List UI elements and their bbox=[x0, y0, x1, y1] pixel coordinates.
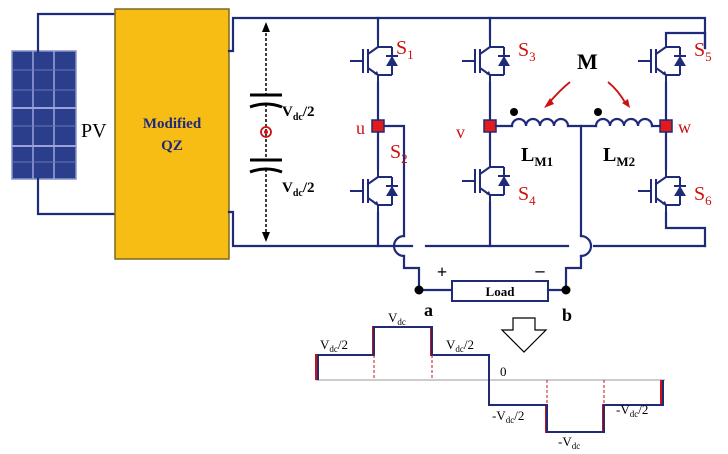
modified-qz-block bbox=[114, 8, 230, 260]
load-minus: – bbox=[535, 260, 546, 280]
switch-s1-label: S1 bbox=[396, 37, 414, 62]
inductor-lm2 bbox=[594, 117, 654, 128]
node-a-dot bbox=[414, 285, 424, 295]
wave-label-half-neg-left: -Vdc/2 bbox=[492, 408, 524, 425]
inductor-lm1-label: LM1 bbox=[521, 144, 553, 169]
node-v-marker bbox=[483, 119, 497, 133]
node-b-label: b bbox=[562, 305, 572, 325]
output-waveform bbox=[317, 326, 664, 433]
capacitor-top-label: Vdc/2 bbox=[282, 104, 315, 123]
inductor-lm1 bbox=[510, 117, 570, 128]
switch-s2-label: S2 bbox=[390, 141, 408, 166]
switch-s4 bbox=[461, 158, 511, 204]
qz-label-line1: Modified bbox=[143, 116, 202, 132]
switch-s3-label: S3 bbox=[518, 39, 536, 64]
capacitor-midpoint bbox=[260, 126, 272, 138]
load-plus: + bbox=[437, 262, 447, 282]
dot-lm2 bbox=[594, 108, 602, 116]
wave-label-half-neg-right: -Vdc/2 bbox=[616, 402, 648, 419]
pv-panel bbox=[11, 50, 77, 180]
capacitor-string bbox=[249, 22, 283, 242]
pv-label: PV bbox=[81, 120, 107, 142]
dc-negative-rail bbox=[227, 210, 414, 248]
switch-s6-label: S6 bbox=[694, 183, 712, 208]
node-w-marker bbox=[659, 119, 673, 133]
switch-s6 bbox=[637, 168, 687, 214]
node-u-label: u bbox=[356, 118, 365, 138]
wave-label-full-neg: -Vdc bbox=[558, 434, 580, 451]
wave-label-half-pos-left: Vdc/2 bbox=[320, 337, 348, 354]
dot-lm1 bbox=[510, 108, 518, 116]
wave-label-half-pos-right: Vdc/2 bbox=[446, 337, 474, 354]
node-b-dot bbox=[561, 285, 571, 295]
node-w-label: w bbox=[678, 117, 691, 137]
switch-s1 bbox=[349, 38, 399, 84]
dc-positive-rail bbox=[227, 16, 707, 53]
output-arrow bbox=[500, 317, 548, 353]
switch-s2 bbox=[349, 168, 399, 214]
wave-label-zero: 0 bbox=[500, 364, 507, 379]
switch-s3 bbox=[461, 38, 511, 84]
inductor-lm2-label: LM2 bbox=[603, 144, 635, 169]
switch-s4-label: S4 bbox=[518, 183, 536, 208]
capacitor-bottom-label: Vdc/2 bbox=[282, 180, 315, 199]
switch-s5 bbox=[637, 38, 687, 84]
node-u-marker bbox=[371, 119, 385, 133]
node-v-label: v bbox=[456, 122, 465, 142]
mutual-arrow-right bbox=[607, 81, 627, 105]
qz-label-line2: QZ bbox=[161, 138, 183, 154]
node-a-label: a bbox=[424, 300, 433, 320]
mutual-label: M bbox=[577, 49, 598, 74]
switch-s5-label: S5 bbox=[694, 39, 712, 64]
wave-label-full-pos: Vdc bbox=[388, 310, 406, 327]
load-label: Load bbox=[486, 284, 516, 299]
